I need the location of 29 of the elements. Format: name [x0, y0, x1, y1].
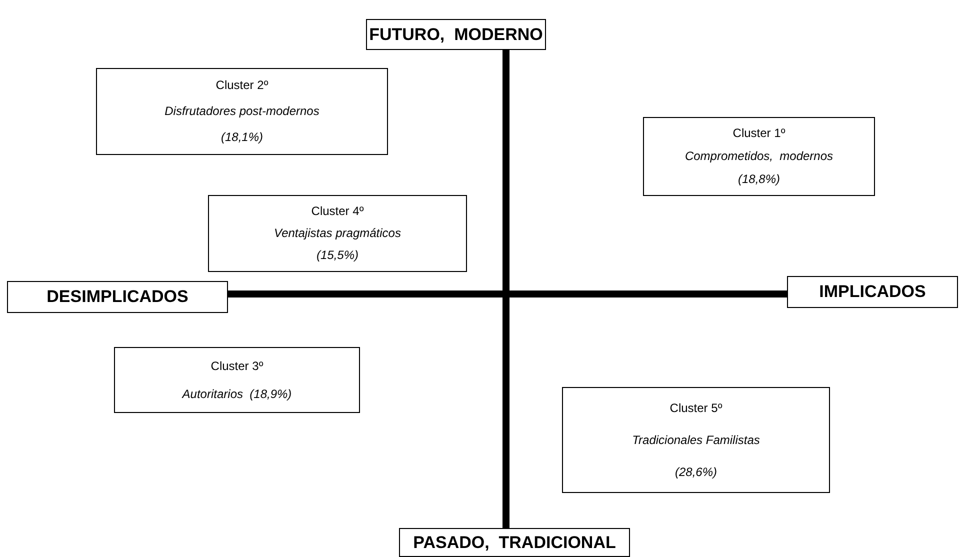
axis-label: DESIMPLICADOS	[46, 286, 188, 308]
cluster-box	[208, 195, 467, 272]
axis-label: FUTURO, MODERNO	[369, 24, 543, 46]
cluster-description: (18,1%)	[220, 130, 264, 145]
cluster-description: Autoritarios (18,9%)	[182, 386, 292, 402]
cluster-description: (28,6%)	[674, 464, 718, 480]
cluster-description: (15,5%)	[316, 248, 359, 264]
cluster-box	[114, 347, 360, 413]
axis-label-box	[787, 276, 958, 308]
axis-label: PASADO, TRADICIONAL	[413, 532, 616, 554]
axis-line	[228, 290, 787, 298]
cluster-title: Cluster 3º	[210, 358, 264, 374]
cluster-box	[96, 68, 388, 155]
cluster-title: Cluster 1º	[732, 126, 786, 141]
axis-label: IMPLICADOS	[819, 281, 926, 304]
axis-line	[502, 50, 510, 528]
cluster-box	[562, 387, 830, 493]
axis-label-box	[366, 19, 546, 50]
cluster-description: Disfrutadores post-modernos	[164, 104, 320, 119]
axis-label-box	[399, 528, 630, 557]
axis-label-box	[7, 281, 228, 313]
cluster-description: Ventajistas pragmáticos	[274, 226, 401, 241]
cluster-description: (18,8%)	[738, 172, 780, 187]
cluster-title: Cluster 5º	[670, 400, 722, 416]
cluster-description: Tradicionales Familistas	[632, 432, 760, 448]
cluster-title: Cluster 2º	[216, 78, 268, 94]
cluster-box	[643, 117, 875, 196]
cluster-description: Comprometidos, modernos	[684, 149, 834, 164]
cluster-title: Cluster 4º	[311, 204, 364, 219]
